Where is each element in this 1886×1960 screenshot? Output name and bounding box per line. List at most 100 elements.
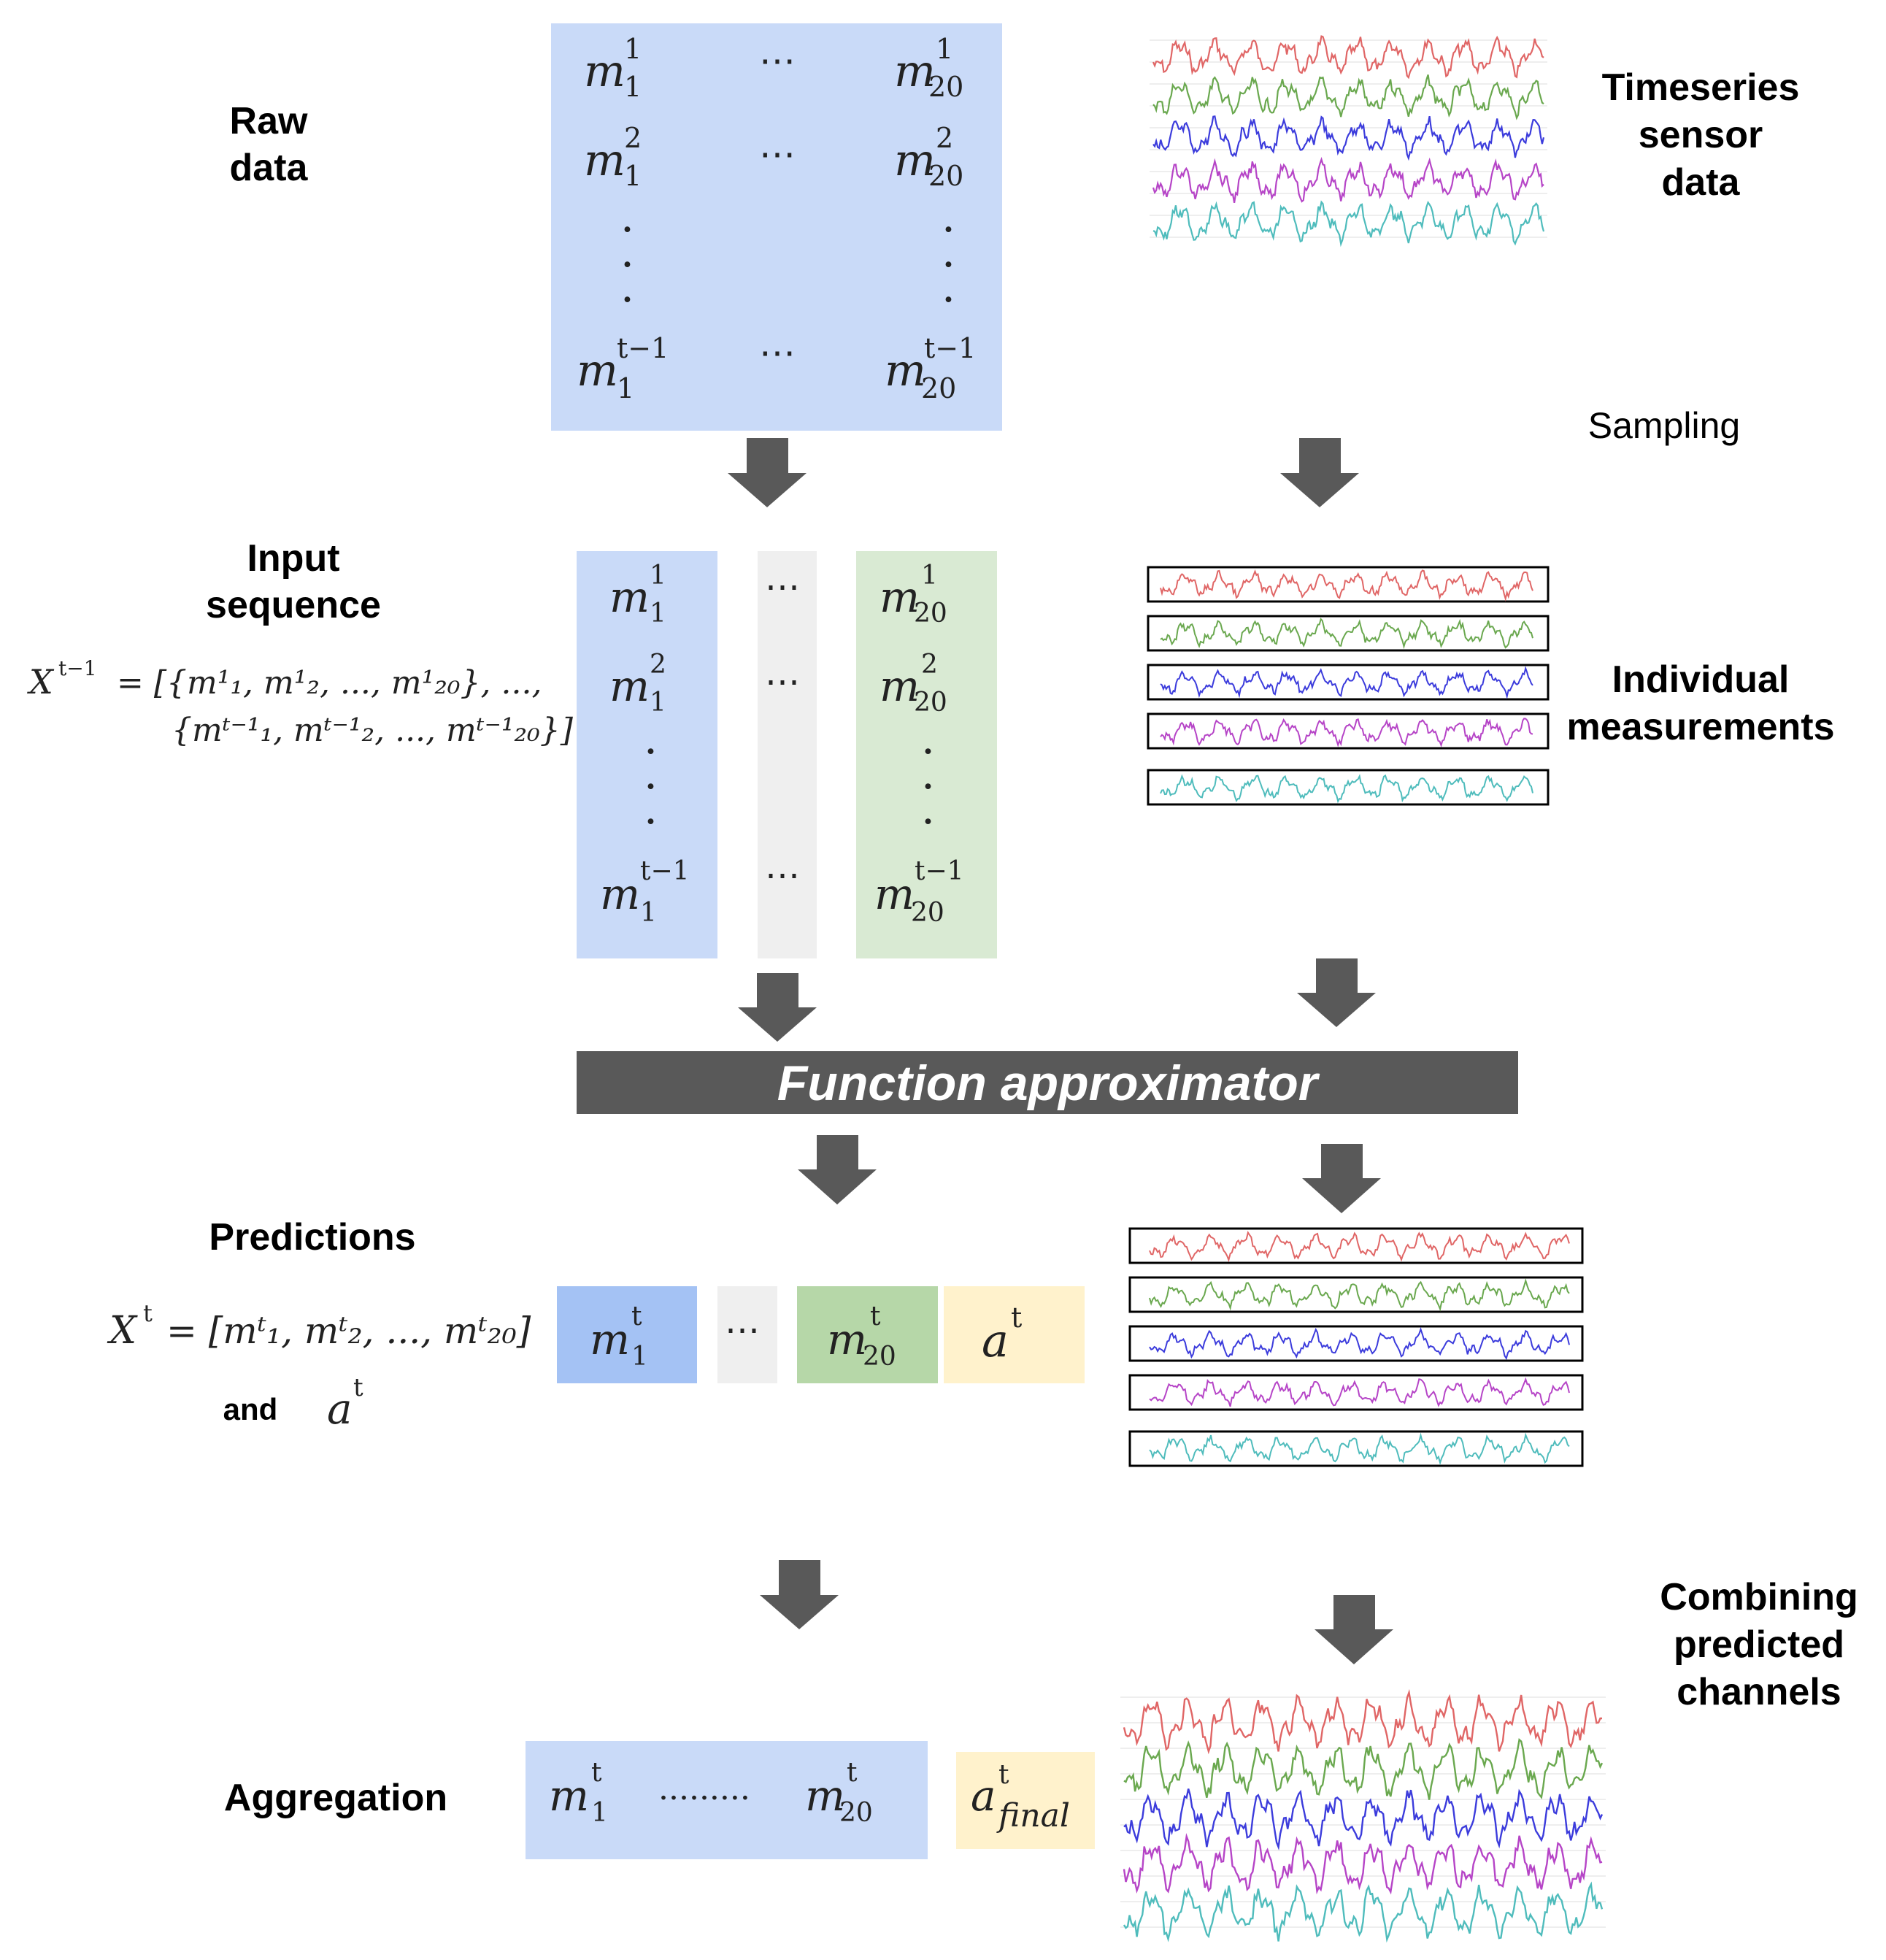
svg-text:20: 20 <box>928 71 963 103</box>
raw-matrix-row-1: m 1 1 ⋯ m 1 20 <box>584 33 963 103</box>
svg-text:m: m <box>600 869 640 919</box>
prediction-wave-3 <box>1149 1326 1570 1361</box>
svg-text:20: 20 <box>839 1798 873 1828</box>
svg-text:·: · <box>942 204 955 255</box>
prediction-box-m1-text: m t 1 <box>590 1302 648 1372</box>
and-label: and <box>223 1392 278 1426</box>
aggregation-label: Aggregation <box>224 1777 447 1819</box>
prediction-ellipsis: ⋯ <box>725 1310 760 1350</box>
svg-text:1: 1 <box>921 561 938 591</box>
svg-text:m: m <box>609 572 650 622</box>
svg-text:2: 2 <box>624 122 642 154</box>
svg-text:·: · <box>644 796 658 848</box>
arrow-down-1 <box>728 438 807 507</box>
timeseries-wave-5 <box>1152 200 1545 247</box>
svg-text:1: 1 <box>617 372 634 404</box>
aggregation-box-a-final <box>956 1752 1095 1849</box>
svg-text:m: m <box>885 345 926 396</box>
svg-text:2: 2 <box>921 650 938 680</box>
svg-text:·: · <box>942 239 955 291</box>
prediction-wave-4 <box>1149 1377 1570 1407</box>
svg-text:1: 1 <box>624 160 642 192</box>
svg-text:m: m <box>827 1315 867 1364</box>
individual-wave-3 <box>1160 666 1533 699</box>
arrow-down-6 <box>1302 1144 1381 1213</box>
input-column-m1-content: m 1 1 m 2 1 · · · m t−1 1 <box>600 561 690 928</box>
pred-signal-box-4 <box>1128 1374 1584 1411</box>
arrow-down-4 <box>1297 958 1376 1027</box>
predictions-a-t: a t <box>327 1373 363 1434</box>
individual-wave-4 <box>1160 718 1533 748</box>
input-column-m20 <box>856 551 997 958</box>
individual-boxes <box>1147 566 1550 806</box>
svg-text:m: m <box>584 46 626 97</box>
svg-text:t−1: t−1 <box>617 332 669 364</box>
svg-text:1: 1 <box>650 599 666 629</box>
svg-text:t: t <box>870 1302 881 1331</box>
svg-text:1: 1 <box>640 898 657 928</box>
individual-box-1 <box>1147 566 1550 603</box>
svg-text:20: 20 <box>914 688 947 718</box>
svg-text:·: · <box>921 796 935 848</box>
individual-box-2 <box>1147 615 1550 652</box>
svg-text:= [{m¹₁, m¹₂, ..., m¹₂₀}, ...,: = [{m¹₁, m¹₂, ..., m¹₂₀}, ..., <box>117 664 542 702</box>
svg-text:= [mᵗ₁, mᵗ₂, ..., mᵗ₂₀]: = [mᵗ₁, mᵗ₂, ..., mᵗ₂₀] <box>166 1310 531 1352</box>
prediction-box-m20-text: m t 20 <box>827 1302 896 1372</box>
svg-text:⋯: ⋯ <box>759 133 796 175</box>
combined-wave-4 <box>1123 1833 1603 1895</box>
input-column-ellipsis <box>758 551 817 958</box>
sampling-label: Sampling <box>1588 405 1740 446</box>
arrow-down-8 <box>1315 1595 1393 1664</box>
raw-data-label-2: data <box>230 147 309 189</box>
svg-text:20: 20 <box>921 372 956 404</box>
svg-text:m: m <box>577 345 618 396</box>
svg-text:t: t <box>847 1758 858 1788</box>
individual-box-5 <box>1147 769 1550 806</box>
svg-text:t: t <box>998 1760 1009 1790</box>
svg-text:m: m <box>584 135 626 186</box>
svg-text:1: 1 <box>624 33 642 65</box>
svg-text:t: t <box>143 1299 153 1327</box>
raw-matrix-vdots: · · · · · · <box>620 204 955 326</box>
svg-text:·: · <box>644 761 658 812</box>
input-sequence-equation: X t−1 = [{m¹₁, m¹₂, ..., m¹₂₀}, ..., {mᵗ… <box>27 656 574 749</box>
individual-box-4 <box>1147 712 1550 750</box>
combining-label-3: channels <box>1677 1671 1841 1713</box>
svg-text:final: final <box>996 1797 1070 1834</box>
svg-text:1: 1 <box>591 1798 608 1828</box>
svg-text:m: m <box>590 1315 630 1364</box>
pred-signal-box-2 <box>1128 1276 1584 1313</box>
svg-text:t: t <box>353 1373 363 1402</box>
svg-text:·: · <box>620 204 634 255</box>
pred-signal-box-3 <box>1128 1325 1584 1362</box>
arrow-down-7 <box>760 1560 839 1629</box>
input-sequence-label-2: sequence <box>206 584 381 626</box>
individual-label: Individual <box>1612 658 1790 701</box>
pred-signal-box-5 <box>1128 1430 1584 1467</box>
combined-wave-2 <box>1123 1738 1604 1800</box>
svg-text:20: 20 <box>911 898 944 928</box>
svg-text:20: 20 <box>863 1342 896 1372</box>
svg-text:X: X <box>27 662 55 702</box>
svg-text:m: m <box>894 135 936 186</box>
combined-wave-5 <box>1123 1881 1604 1943</box>
input-column-m20-content: m 1 20 m 2 20 · · · m t−1 20 <box>874 561 964 928</box>
prediction-wave-1 <box>1149 1231 1570 1263</box>
combined-wave-3 <box>1123 1788 1604 1851</box>
svg-text:t−1: t−1 <box>640 856 690 886</box>
svg-text:t: t <box>591 1758 602 1788</box>
combining-label: Combining <box>1660 1576 1858 1618</box>
svg-text:1: 1 <box>624 71 642 103</box>
svg-text:.........: ......... <box>658 1770 750 1807</box>
raw-matrix-row-2: m 2 1 ⋯ m 2 20 <box>584 122 963 192</box>
combined-wave-1 <box>1123 1688 1602 1755</box>
combining-label-2: predicted <box>1674 1623 1844 1666</box>
svg-text:·: · <box>644 726 658 777</box>
timeseries-label-3: data <box>1662 161 1741 204</box>
prediction-signal-boxes <box>1128 1227 1584 1467</box>
svg-text:m: m <box>880 572 920 622</box>
predictions-label: Predictions <box>209 1216 415 1258</box>
signal-plots <box>1120 35 1606 1943</box>
svg-text:a: a <box>971 1771 996 1821</box>
